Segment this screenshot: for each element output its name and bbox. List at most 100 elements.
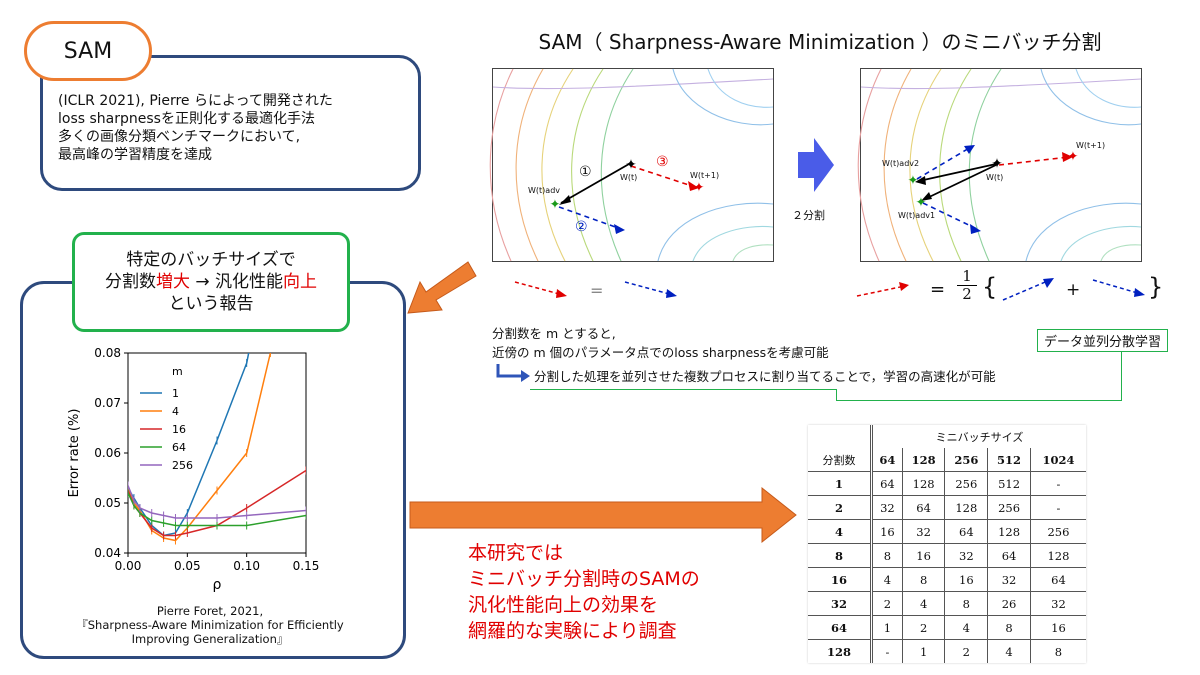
- split-label: ２分割: [792, 209, 825, 222]
- table-column-header: 1024: [1029, 448, 1086, 472]
- return-arrow-icon: [496, 364, 530, 382]
- table-cell: 256: [1029, 519, 1086, 544]
- label-w-adv1-right: W(t)adv1: [898, 211, 936, 220]
- table-cell: 512: [987, 471, 1031, 496]
- table-cell: 256: [987, 495, 1031, 520]
- label-w-adv-left: W(t)adv: [528, 186, 561, 195]
- report-text: 分割数: [104, 272, 156, 292]
- x-tick-label: 0.00: [115, 559, 142, 573]
- sam-title-badge: SAM: [24, 21, 152, 81]
- conclusion-line: ミニバッチ分割時のSAMの: [468, 568, 700, 590]
- table-cell: 32: [987, 567, 1031, 592]
- table-row-label: 4: [808, 519, 872, 544]
- table-cell: 8: [870, 543, 903, 568]
- sam-line: 最高峰の学習精度を達成: [58, 147, 212, 163]
- sam-line: loss sharpnessを正則化する最適化手法: [58, 111, 315, 127]
- citation: Pierre Foret, 2021, 『Sharpness-Aware Min…: [40, 604, 380, 646]
- conclusion-line: 本研究では: [468, 542, 564, 564]
- green-connector-a: [836, 389, 838, 401]
- report-text: → 汎化性能: [189, 272, 284, 292]
- table-cell: 64: [870, 471, 903, 496]
- table-cell: 1: [870, 615, 903, 640]
- label-w-t-left: W(t): [620, 173, 638, 182]
- table-cell: 8: [1029, 639, 1086, 663]
- contour-plot-left: ✦ ✦ ✦: [489, 68, 774, 262]
- equals-sign-right: =: [930, 279, 946, 300]
- table-column-header: 256: [944, 448, 988, 472]
- table-cell: 128: [944, 495, 988, 520]
- table-cell: 32: [944, 543, 988, 568]
- orange-right-arrow: [409, 486, 797, 544]
- table-column-header: 64: [870, 448, 903, 472]
- table-cell: 4: [901, 591, 945, 616]
- x-axis-label: ρ: [213, 577, 222, 593]
- y-axis-label: Error rate (%): [67, 409, 82, 498]
- table-cell: 4: [870, 567, 903, 592]
- table-cell: 2: [944, 639, 988, 663]
- table-row-label: 32: [808, 591, 872, 616]
- right-brace: }: [1148, 273, 1164, 301]
- table-row-label: 2: [808, 495, 872, 520]
- table-cell: -: [1029, 471, 1086, 496]
- legend-label-1: 1: [172, 387, 179, 400]
- orange-down-left-arrow: [407, 261, 477, 314]
- table-cell: 8: [987, 615, 1031, 640]
- report-line-3: という報告: [168, 294, 254, 314]
- citation-line: 『Sharpness-Aware Minimization for Effici…: [76, 618, 344, 632]
- table-cell: 1: [901, 639, 945, 663]
- x-tick-label: 0.10: [233, 559, 260, 573]
- table-cell: 32: [870, 495, 903, 520]
- table-cell: 4: [987, 639, 1031, 663]
- series-line-1: [128, 353, 250, 537]
- report-emphasis: 増大: [155, 272, 190, 292]
- table-cell: 8: [944, 591, 988, 616]
- table-column-header: 512: [987, 448, 1031, 472]
- table-cell: -: [870, 639, 903, 663]
- table-cell: 32: [901, 519, 945, 544]
- left-brace: {: [982, 273, 998, 301]
- table-cell: 256: [944, 471, 988, 496]
- series-line-256: [128, 485, 306, 519]
- table-row-header: 分割数: [808, 448, 872, 472]
- legend-label-256: 256: [172, 459, 193, 472]
- note-line-2: 近傍の m 個のパラメータ点でのloss sharpnessを考慮可能: [492, 345, 829, 360]
- series-group: [128, 353, 306, 545]
- table-row-label: 128: [808, 639, 872, 663]
- conclusion-text: 本研究では ミニバッチ分割時のSAMの 汎化性能向上の効果を 網羅的な実験により…: [468, 540, 788, 644]
- table-header-row: ミニバッチサイズ: [808, 425, 1086, 448]
- sam-description: (ICLR 2021), Pierre らによって開発された loss shar…: [58, 92, 418, 164]
- label-w-adv2-right: W(t)adv2: [882, 159, 920, 168]
- table-cell: 16: [901, 543, 945, 568]
- label-w-t1-left: W(t+1): [690, 171, 720, 180]
- table-cell: 16: [870, 519, 903, 544]
- half-denominator: 2: [962, 285, 972, 303]
- table-corner-cell: [808, 425, 872, 448]
- main-title: SAM（ Sharpness-Aware Minimization ）のミニバッ…: [538, 30, 1102, 54]
- table-cell: 64: [944, 519, 988, 544]
- experiment-report-card: [20, 281, 406, 659]
- x-tick-label: 0.15: [293, 559, 320, 573]
- table-cell: 8: [901, 567, 945, 592]
- table-cell: 128: [987, 519, 1031, 544]
- label-w-t1-right: W(t+1): [1076, 141, 1106, 150]
- legend-title: m: [172, 365, 183, 378]
- table-group-header: ミニバッチサイズ: [870, 425, 1086, 448]
- svg-text:✦: ✦: [916, 196, 927, 211]
- contour-svg-left: ✦ ✦ ✦: [489, 68, 774, 262]
- conclusion-line: 網羅的な実験により調査: [468, 620, 677, 642]
- table-cell: 26: [987, 591, 1031, 616]
- green-connector-c: [1121, 350, 1123, 401]
- y-tick-label: 0.08: [94, 346, 121, 360]
- series-line-64: [128, 492, 306, 527]
- step2-label: ②: [575, 219, 588, 235]
- y-tick-label: 0.05: [94, 496, 121, 510]
- legend-label-64: 64: [172, 441, 186, 454]
- table-cell: 2: [870, 591, 903, 616]
- table-cell: 2: [901, 615, 945, 640]
